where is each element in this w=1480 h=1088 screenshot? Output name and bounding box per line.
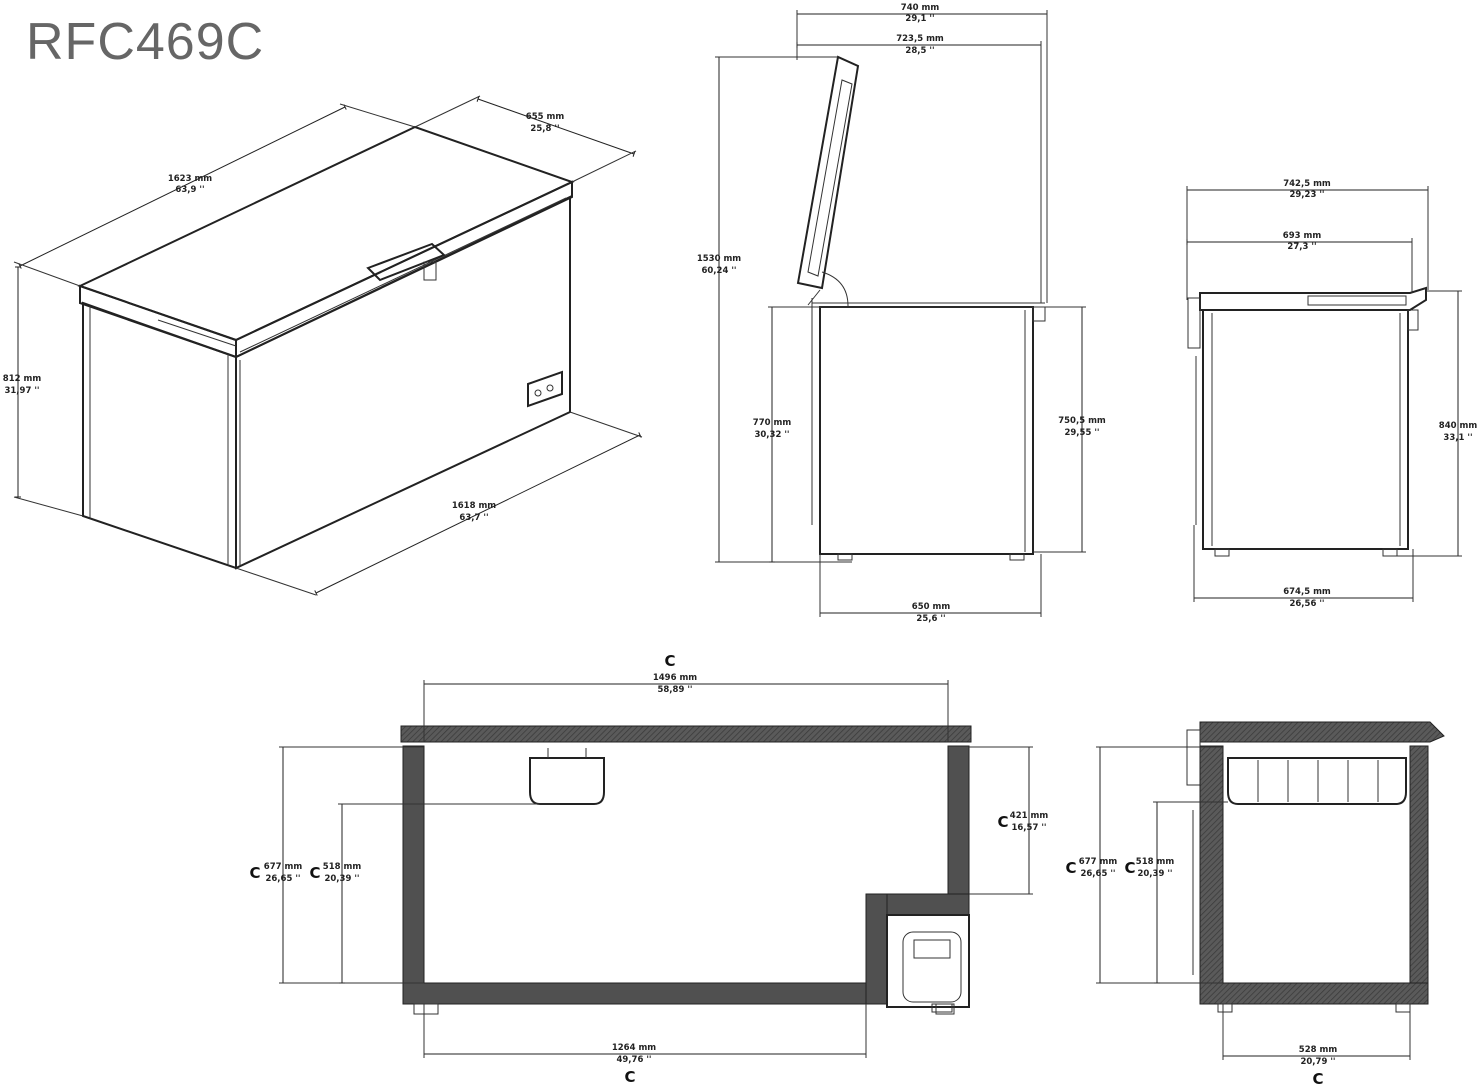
section-marker-step: C: [997, 813, 1008, 831]
side-marker-basket: C: [1124, 859, 1135, 877]
section-marker-top: C: [664, 652, 675, 670]
closed-lid-mm: 693 mm: [1283, 231, 1322, 241]
open-depth-in: 29,1 '': [905, 14, 934, 24]
rear-height-in: 29,55 '': [1064, 428, 1099, 438]
open-height-mm: 1530 mm: [697, 254, 741, 264]
iso-depth-mm: 655 mm: [526, 112, 565, 122]
side-basket-height-mm: 518 mm: [1136, 857, 1175, 867]
side-inner-height-in: 26,65 '': [1080, 869, 1115, 879]
basket-height-mm: 518 mm: [323, 862, 362, 872]
iso-bottom-mm: 1618 mm: [452, 501, 496, 511]
closed-height-mm: 840 mm: [1439, 421, 1478, 431]
isometric-view: 1623 mm 63,9 '' 655 mm 25,8 '' 812 mm 31…: [3, 95, 643, 596]
base-depth-in: 25,6 '': [916, 614, 945, 624]
iso-width-mm: 1623 mm: [168, 174, 212, 184]
section-marker-left: C: [249, 864, 260, 882]
inner-width-in: 58,89 '': [657, 685, 692, 695]
open-lid-mm: 723,5 mm: [896, 34, 944, 44]
step-height-mm: 421 mm: [1010, 811, 1049, 821]
closed-base-mm: 674,5 mm: [1283, 587, 1331, 597]
iso-width-in: 63,9 '': [175, 185, 204, 195]
closed-base-in: 26,56 '': [1289, 599, 1324, 609]
side-marker-left: C: [1065, 859, 1076, 877]
rear-height-mm: 750,5 mm: [1058, 416, 1106, 426]
cabinet-height-mm: 770 mm: [753, 418, 792, 428]
base-depth-mm: 650 mm: [912, 602, 951, 612]
side-section-view: C 677 mm 26,65 '' C 518 mm 20,39 '' 528 …: [1065, 721, 1445, 1088]
open-lid-in: 28,5 '': [905, 46, 934, 56]
side-marker-bottom: C: [1312, 1070, 1323, 1088]
floor-width-mm: 1264 mm: [612, 1043, 656, 1053]
side-inner-height-mm: 677 mm: [1079, 857, 1118, 867]
side-view-closed: 742,5 mm 29,23 '' 693 mm 27,3 '' 840 mm …: [1186, 179, 1478, 609]
open-height-in: 60,24 '': [701, 266, 736, 276]
front-section-view: C 1496 mm 58,89 '' C 677 mm 26,65 '' C 5…: [249, 652, 1048, 1086]
open-depth-mm: 740 mm: [901, 3, 940, 13]
side-basket-height-in: 20,39 '': [1137, 869, 1172, 879]
side-floor-depth-in: 20,79 '': [1300, 1057, 1335, 1067]
side-floor-depth-mm: 528 mm: [1299, 1045, 1338, 1055]
inner-width-mm: 1496 mm: [653, 673, 697, 683]
section-marker-basket: C: [309, 864, 320, 882]
closed-height-in: 33,1 '': [1443, 433, 1472, 443]
inner-height-in: 26,65 '': [265, 874, 300, 884]
iso-depth-in: 25,8 '': [530, 124, 559, 134]
iso-height-mm: 812 mm: [3, 374, 42, 384]
basket-height-in: 20,39 '': [324, 874, 359, 884]
closed-depth-mm: 742,5 mm: [1283, 179, 1331, 189]
floor-width-in: 49,76 '': [616, 1055, 651, 1065]
closed-depth-in: 29,23 '': [1289, 190, 1324, 200]
iso-height-in: 31,97 '': [4, 386, 39, 396]
section-marker-bottom: C: [624, 1068, 635, 1086]
cabinet-height-in: 30,32 '': [754, 430, 789, 440]
closed-lid-in: 27,3 '': [1287, 242, 1316, 252]
model-title: RFC469C: [26, 13, 265, 71]
step-height-in: 16,57 '': [1011, 823, 1046, 833]
iso-bottom-in: 63,7 '': [459, 513, 488, 523]
side-view-open: 740 mm 29,1 '' 723,5 mm 28,5 '' 1530 mm …: [697, 3, 1106, 624]
inner-height-mm: 677 mm: [264, 862, 303, 872]
